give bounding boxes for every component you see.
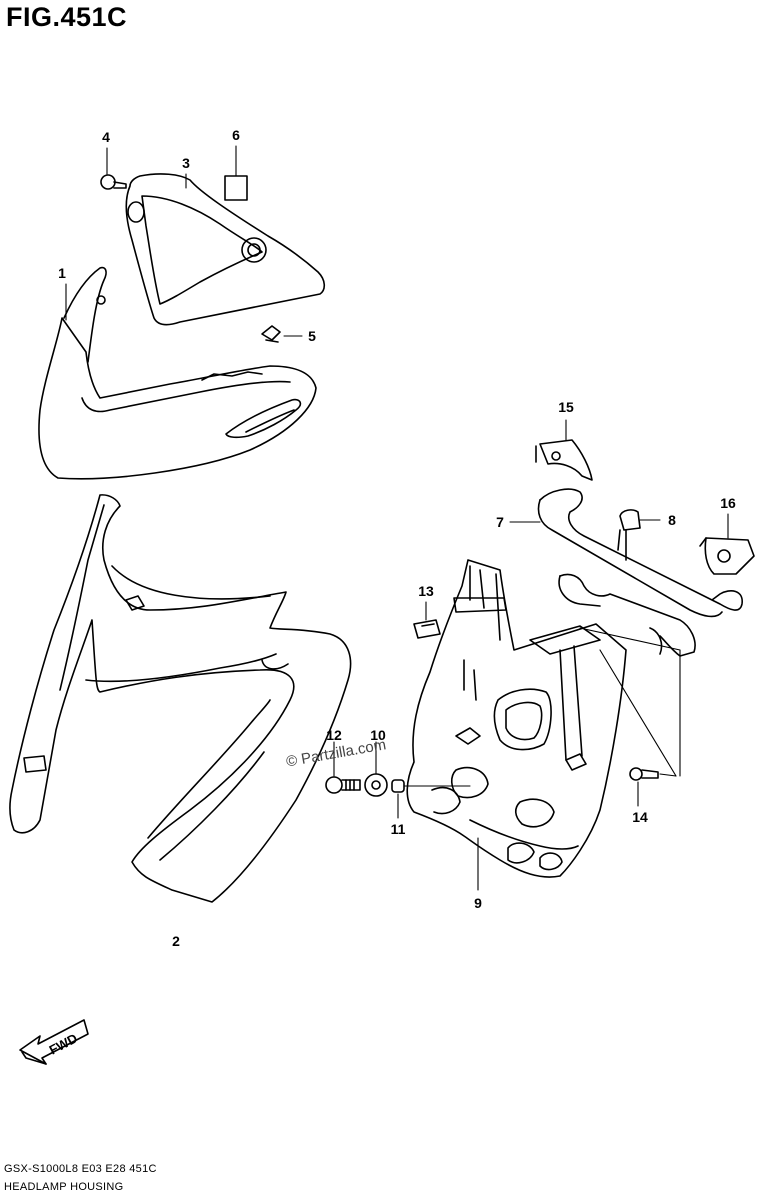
part-3-meter-cover	[125, 173, 326, 326]
part-14-screw	[629, 767, 659, 781]
part-4-bolt	[100, 174, 127, 190]
part-8-grommet	[617, 509, 641, 561]
figure-code: GSX-S1000L8 E03 E28 451C	[4, 1163, 157, 1175]
part-10-cushion	[364, 773, 388, 797]
part-1-headlamp-cover	[38, 266, 317, 480]
part-5-clip	[261, 325, 281, 343]
fwd-arrow	[19, 1019, 89, 1065]
callout-4: 4	[102, 129, 110, 145]
callout-1: 1	[58, 265, 66, 281]
part-7-bracket	[537, 488, 743, 657]
part-15-mount	[535, 439, 593, 481]
callout-12: 12	[326, 727, 342, 743]
callout-15: 15	[558, 399, 574, 415]
part-11-collar	[391, 779, 405, 793]
callout-8: 8	[668, 512, 676, 528]
fwd-label: FWD	[47, 1030, 80, 1057]
part-6-label	[224, 175, 248, 201]
figure-title: FIG.451C	[6, 2, 128, 32]
callouts: 1 2 3 4 5 6 7 8 9 10 11 12 13 14 15 16	[58, 127, 736, 949]
callout-6: 6	[232, 127, 240, 143]
callout-11: 11	[391, 821, 406, 837]
callout-9: 9	[474, 895, 482, 911]
callout-13: 13	[418, 583, 434, 599]
part-16-mount	[699, 537, 755, 575]
part-13-nut	[413, 619, 441, 639]
callout-10: 10	[370, 727, 386, 743]
callout-7: 7	[496, 514, 504, 530]
callout-5: 5	[308, 328, 316, 344]
callout-3: 3	[182, 155, 190, 171]
leader-lines	[65, 145, 729, 891]
part-2-lower-cowl	[9, 494, 352, 903]
callout-16: 16	[720, 495, 736, 511]
part-9-housing	[406, 559, 627, 878]
part-12-bolt	[325, 776, 361, 794]
callout-14: 14	[632, 809, 648, 825]
figure-name: HEADLAMP HOUSING	[4, 1181, 124, 1193]
callout-2: 2	[172, 933, 180, 949]
